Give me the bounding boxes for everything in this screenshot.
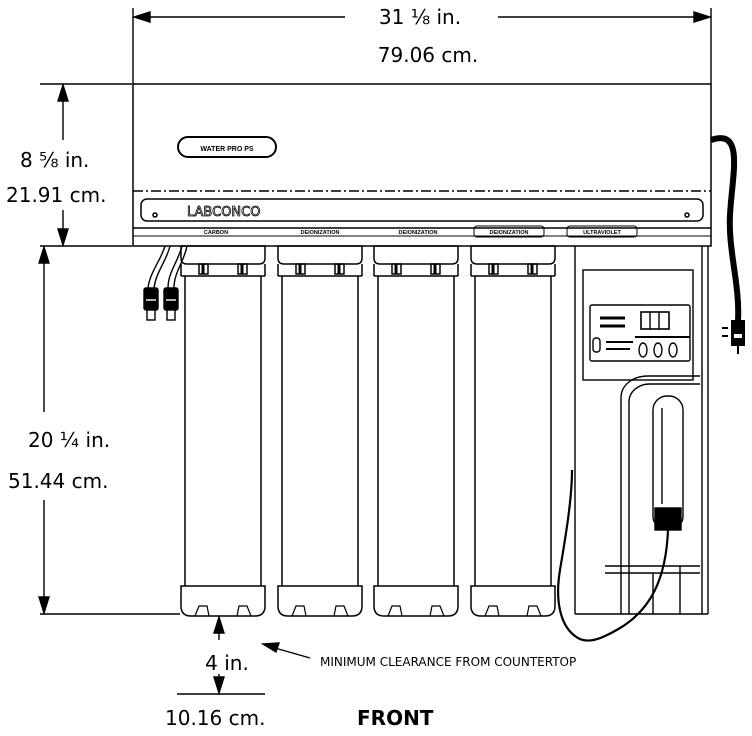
filter-cartridge [373, 245, 459, 617]
lower-height-inches-label: 20 ¼ in. [28, 428, 110, 452]
view-label: FRONT [357, 706, 434, 730]
filter-cartridges [180, 245, 556, 617]
filter-cartridge [180, 245, 266, 617]
width-inches-label: 31 ⅛ in. [379, 5, 461, 29]
cartridge-label: DEIONIZATION [489, 230, 528, 236]
dispensing-hose [557, 469, 670, 642]
cartridge-label: ULTRAVIOLET [583, 230, 621, 236]
brand-logo: LABCONCO [187, 205, 260, 220]
cartridge-label: DEIONIZATION [300, 230, 339, 236]
product-name-label: WATER PRO PS [200, 146, 253, 153]
lower-height-cm-label: 51.44 cm. [8, 469, 108, 493]
filter-cartridge [277, 245, 363, 617]
upper-height-cm-label: 21.91 cm. [6, 183, 106, 207]
clearance-cm-label: 10.16 cm. [165, 706, 265, 730]
clearance-note: MINIMUM CLEARANCE FROM COUNTERTOP [320, 655, 576, 669]
power-cord [710, 135, 745, 354]
control-unit [574, 246, 709, 615]
cartridge-label-row: CARBON DEIONIZATION DEIONIZATION DEIONIZ… [204, 225, 638, 238]
width-dimension [131, 8, 713, 84]
inlet-hoses [143, 245, 188, 321]
clearance-inches-label: 4 in. [205, 651, 249, 675]
filter-cartridge [470, 245, 556, 617]
cartridge-label: CARBON [204, 230, 228, 236]
height-dimension-lines [38, 82, 180, 616]
clearance-dimension [177, 614, 311, 696]
top-housing [132, 83, 712, 247]
cartridge-label: DEIONIZATION [398, 230, 437, 236]
width-cm-label: 79.06 cm. [378, 43, 478, 67]
upper-height-inches-label: 8 ⅝ in. [20, 148, 89, 172]
